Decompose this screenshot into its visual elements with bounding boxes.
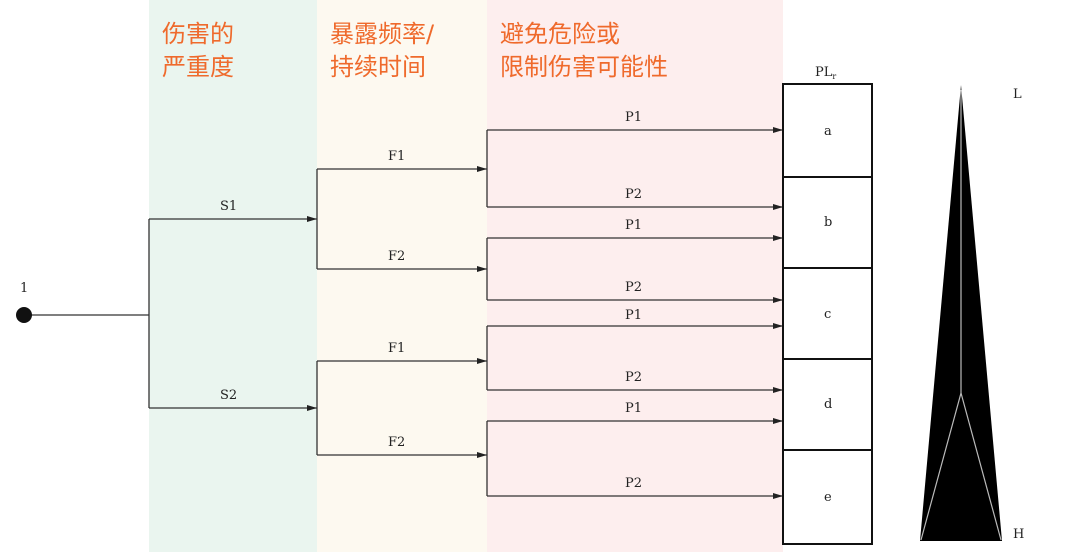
p-label: P2 [625, 476, 642, 491]
p-label: P1 [625, 401, 642, 416]
severity-header: 伤害的 严重度 [162, 20, 234, 81]
plr-boxes [782, 83, 873, 545]
f-label: F1 [388, 341, 405, 356]
plr-level: a [824, 124, 832, 139]
plr-title: PLr [815, 65, 836, 81]
f-label: F1 [388, 149, 405, 164]
plr-level: e [824, 490, 832, 505]
p-label: P2 [625, 370, 642, 385]
plr-level: b [824, 215, 832, 230]
s1-label: S1 [220, 199, 237, 214]
start-label: 1 [20, 281, 28, 296]
high-risk-label: H [1013, 527, 1024, 542]
p-label: P1 [625, 218, 642, 233]
p-label: P2 [625, 187, 642, 202]
p-label: P1 [625, 110, 642, 125]
p-label: P1 [625, 308, 642, 323]
exposure-column-bg [317, 0, 487, 552]
f-label: F2 [388, 249, 405, 264]
low-risk-label: L [1013, 87, 1022, 102]
p-label: P2 [625, 280, 642, 295]
exposure-header: 暴露频率/ 持续时间 [330, 20, 435, 81]
s2-label: S2 [220, 388, 237, 403]
start-node [16, 307, 32, 323]
avoidance-header: 避免危险或 限制伤害可能性 [500, 20, 668, 81]
f-label: F2 [388, 435, 405, 450]
avoidance-column-bg [487, 0, 783, 552]
plr-level: d [824, 397, 832, 412]
plr-level: c [824, 307, 831, 322]
severity-column-bg [149, 0, 317, 552]
